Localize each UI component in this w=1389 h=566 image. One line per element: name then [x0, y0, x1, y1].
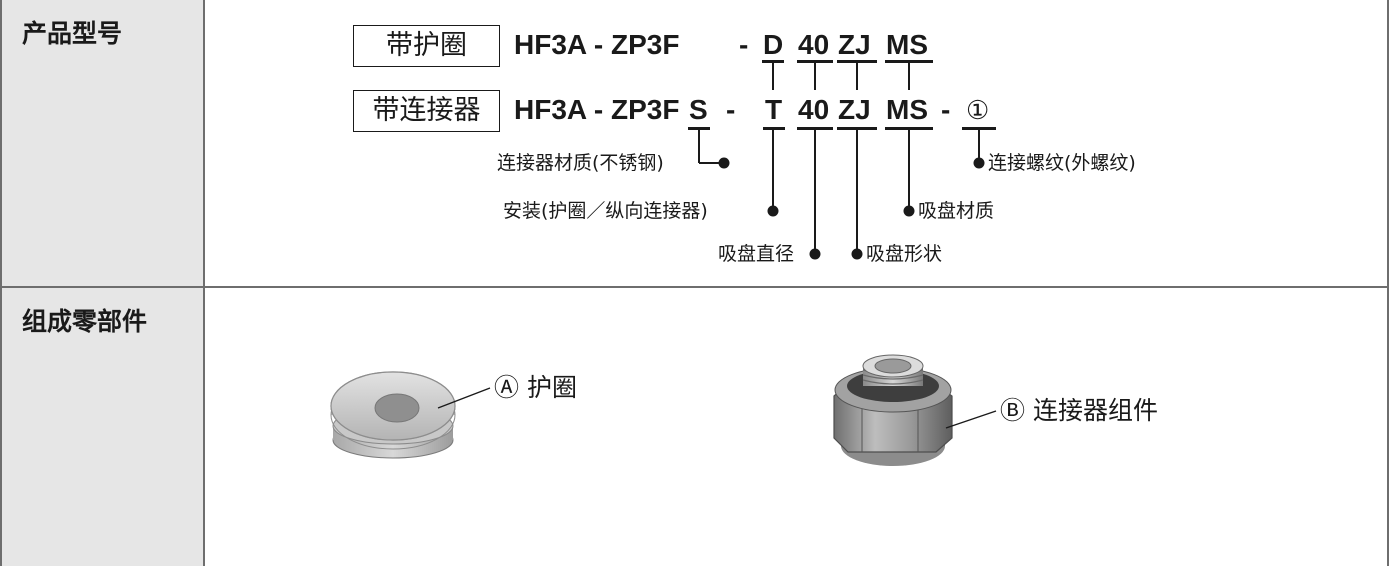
note-diameter: 吸盘直径 — [718, 243, 795, 265]
code-diameter-line1: 40 — [798, 29, 830, 60]
mount-type-box-retainer: 带护圈 — [353, 25, 500, 67]
dash-b-line2: - — [941, 94, 951, 125]
model-base-line2: HF3A - ZP3F — [514, 94, 680, 125]
callout-retainer: Ⓐ 护圈 — [494, 373, 577, 402]
note-thread: 连接螺纹(外螺纹) — [988, 152, 1136, 174]
row-label-parts: 组成零部件 — [22, 307, 148, 336]
dash-line1: - — [739, 29, 749, 60]
dot-40 — [809, 248, 821, 260]
dot-thread — [973, 157, 985, 169]
connector-assembly-icon — [833, 354, 953, 466]
label-cell-parts: 组成零部件 — [0, 288, 203, 566]
callout-connector-assembly: Ⓑ 连接器组件 — [1000, 396, 1158, 425]
note-mount: 安装(护圈／纵向连接器) — [503, 200, 708, 222]
code-thread: ① — [966, 95, 990, 125]
row-divider — [0, 286, 1389, 288]
code-shape-line1: ZJ — [838, 29, 871, 60]
row-label-model: 产品型号 — [22, 19, 123, 48]
underline-zj-line2 — [837, 127, 877, 130]
underline-t-line2 — [763, 127, 785, 130]
dash-a-line2: - — [726, 94, 736, 125]
retainer-ring-icon — [330, 371, 456, 459]
code-material-line2: MS — [886, 94, 928, 125]
code-connector-material: S — [689, 94, 708, 125]
table-border-left — [0, 0, 2, 566]
underline-zj-line1 — [837, 60, 877, 63]
model-base-line1: HF3A - ZP3F — [514, 29, 680, 60]
code-install-line1: D — [763, 29, 784, 60]
mount-type-box-connector: 带连接器 — [353, 90, 500, 132]
box-label-retainer: 带护圈 — [386, 30, 467, 61]
underline-40-line1 — [797, 60, 833, 63]
code-diameter-line2: 40 — [798, 94, 830, 125]
dot-zj — [851, 248, 863, 260]
note-shape: 吸盘形状 — [866, 243, 943, 265]
underline-40-line2 — [797, 127, 833, 130]
callout-leader-b — [945, 410, 997, 429]
underline-s-line2 — [688, 127, 710, 130]
underline-d-line1 — [762, 60, 784, 63]
note-connector-material: 连接器材质(不锈钢) — [497, 152, 664, 174]
label-cell-model: 产品型号 — [0, 0, 203, 286]
callout-leader-a — [437, 387, 491, 409]
underline-ms-line2 — [885, 127, 933, 130]
dot-s — [718, 157, 730, 169]
code-shape-line2: ZJ — [838, 94, 871, 125]
column-divider — [203, 0, 205, 566]
note-pad-material: 吸盘材质 — [918, 200, 995, 222]
dot-t — [767, 205, 779, 217]
code-material-line1: MS — [886, 29, 928, 60]
dot-ms — [903, 205, 915, 217]
underline-thread — [962, 127, 996, 130]
box-label-connector: 带连接器 — [372, 95, 481, 126]
code-install-line2: T — [765, 94, 783, 125]
underline-ms-line1 — [885, 60, 933, 63]
table-border-right — [1387, 0, 1389, 566]
